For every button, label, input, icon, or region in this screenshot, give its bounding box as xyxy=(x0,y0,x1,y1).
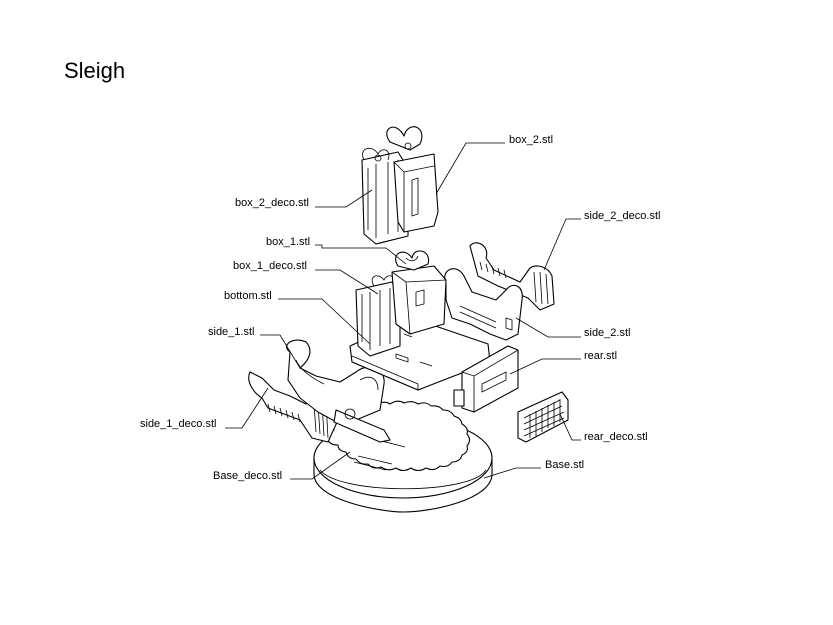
label-box-2: box_2.stl xyxy=(509,134,553,146)
box-2-deco-leader xyxy=(315,189,373,208)
label-rear-deco: rear_deco.stl xyxy=(584,431,648,443)
rear-part xyxy=(453,345,519,413)
label-base-deco: Base_deco.stl xyxy=(213,470,282,482)
rear-leader xyxy=(509,358,581,375)
box-1-leader xyxy=(315,244,407,265)
box-2-leader xyxy=(435,142,505,195)
side-1-deco-leader xyxy=(225,387,269,429)
side-2-part xyxy=(444,268,523,341)
side-1-deco-part xyxy=(248,371,339,443)
box-2-part xyxy=(386,126,439,233)
label-base: Base.stl xyxy=(545,459,584,471)
label-box-1: box_1.stl xyxy=(266,236,310,248)
label-side-1: side_1.stl xyxy=(208,326,254,338)
diagram-title: Sleigh xyxy=(64,58,126,83)
rear-deco-leader xyxy=(559,413,581,441)
side-1-part xyxy=(286,339,391,443)
base-deco-part xyxy=(327,400,471,472)
rear-deco-part xyxy=(517,391,569,443)
side-2-deco-part xyxy=(469,242,555,311)
label-side-2-deco: side_2_deco.stl xyxy=(584,210,660,222)
base-deco-leader xyxy=(290,451,351,480)
label-bottom: bottom.stl xyxy=(224,290,272,302)
bottom-leader xyxy=(278,298,371,345)
label-box-2-deco: box_2_deco.stl xyxy=(235,197,309,209)
label-rear: rear.stl xyxy=(584,350,617,362)
box-1-deco-part xyxy=(355,275,401,357)
base-leader xyxy=(483,467,541,479)
side-2-deco-leader xyxy=(543,218,581,271)
side-1-leader xyxy=(260,334,301,369)
label-side-2: side_2.stl xyxy=(584,327,630,339)
box-1-deco-leader xyxy=(315,269,379,295)
box-1-part xyxy=(391,250,447,335)
label-side-1-deco: side_1_deco.stl xyxy=(140,418,216,430)
label-box-1-deco: box_1_deco.stl xyxy=(233,260,307,272)
side-2-leader xyxy=(515,317,581,338)
